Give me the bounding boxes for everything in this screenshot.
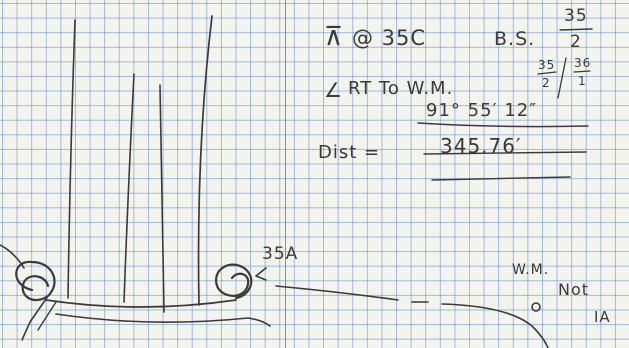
underline-angle	[417, 122, 589, 128]
base-line-2	[55, 313, 271, 327]
wm-numerator-a: 35	[538, 58, 556, 72]
sketch-line-1	[67, 19, 76, 299]
wm-denominator-b: 1	[578, 74, 587, 88]
angle-symbol: ∠	[324, 78, 343, 102]
wm-label: W.M.	[512, 262, 550, 278]
bs-label: B.S.	[494, 28, 536, 50]
setup-symbol: ⊼	[324, 22, 345, 52]
fraction-bar-wm	[537, 70, 591, 75]
setup-text: @ 35C	[352, 26, 427, 50]
fraction-slash	[557, 57, 567, 99]
road-line	[275, 285, 399, 301]
underline-dist-1	[423, 151, 587, 155]
left-tail-2	[37, 301, 57, 331]
edge-curve	[0, 244, 25, 269]
sketch-line-3	[159, 84, 165, 313]
sketch-line-2	[123, 73, 135, 303]
base-line-1	[45, 299, 237, 308]
wm-denominator-a: 2	[542, 76, 551, 90]
dist-label: Dist =	[318, 142, 381, 163]
corner-label: 35A	[262, 244, 299, 264]
wm-note-not: Not	[558, 280, 590, 299]
right-loop	[215, 263, 253, 300]
road-curve	[441, 303, 549, 348]
underline-dist-2	[431, 176, 571, 181]
left-tail	[21, 295, 49, 341]
wm-numerator-b: 36	[574, 56, 592, 70]
wm-point	[531, 302, 541, 312]
dist-value: 345.76′	[440, 134, 522, 158]
corner-arrow	[255, 267, 267, 281]
margin-rule	[285, 0, 286, 348]
bs-denominator: 2	[570, 32, 582, 52]
angle-value: 91° 55′ 12″	[426, 100, 537, 121]
fraction-bar-bs	[559, 28, 593, 31]
sketch-line-4	[197, 15, 213, 306]
wm-note-ia: IA	[594, 308, 611, 326]
angle-text: RT To W.M.	[348, 78, 454, 99]
bs-numerator: 35	[564, 6, 588, 26]
left-loop	[15, 260, 56, 302]
